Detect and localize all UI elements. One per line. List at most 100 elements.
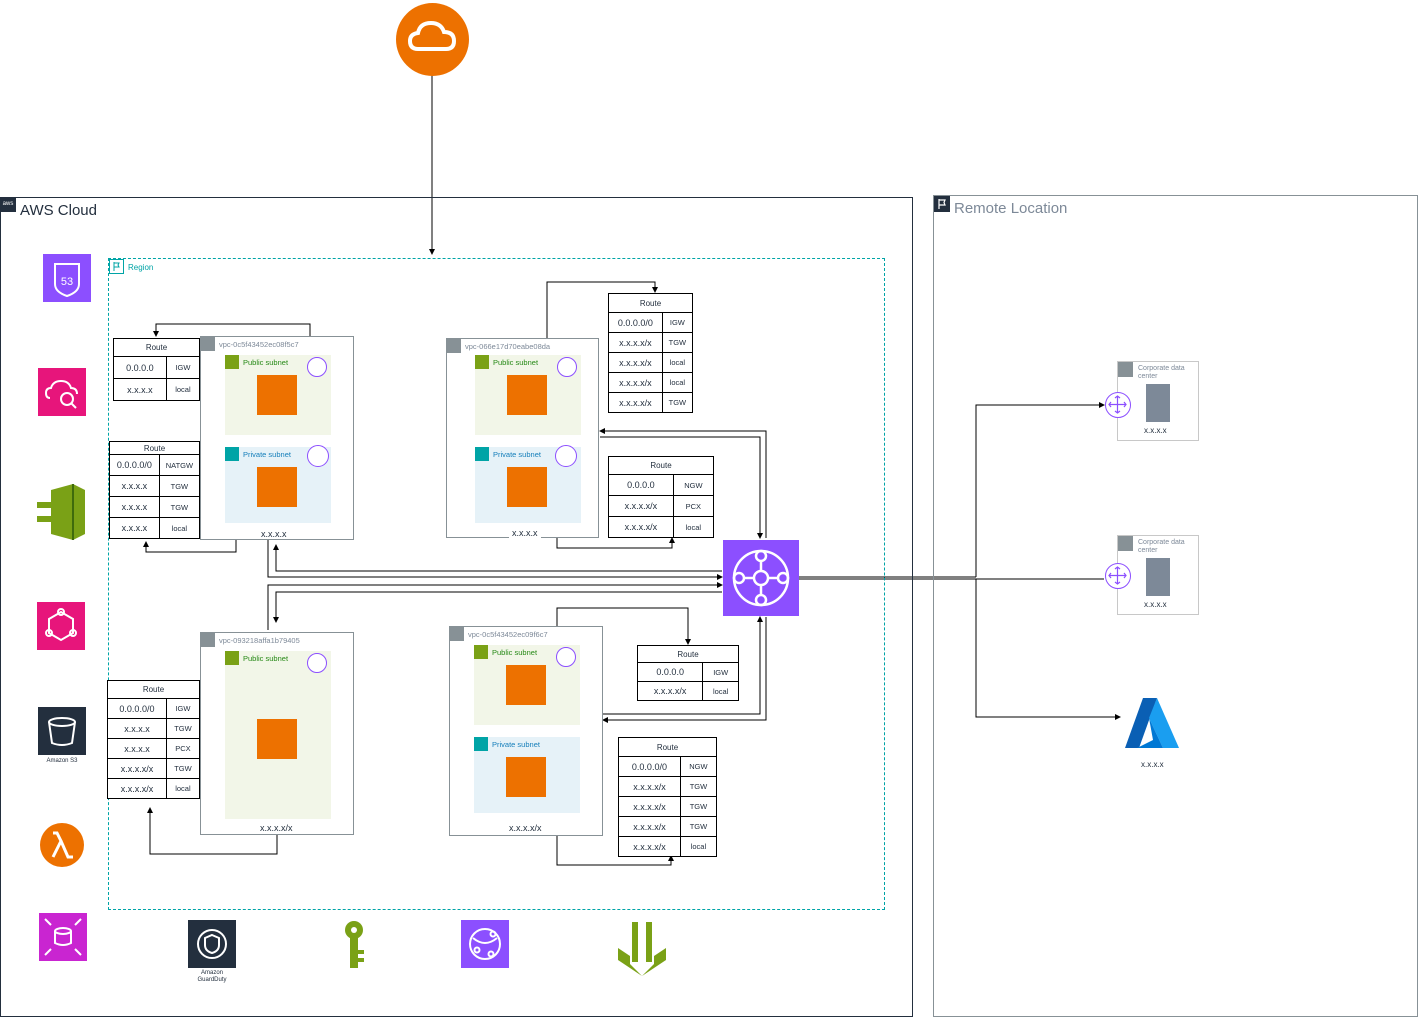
route-destination: 0.0.0.0/0 xyxy=(618,756,681,777)
ec2-instance-icon[interactable] xyxy=(257,467,297,507)
internet-gateway-icon[interactable] xyxy=(556,647,576,667)
ec2-instance-icon[interactable] xyxy=(506,757,546,797)
nat-gateway-icon[interactable] xyxy=(307,445,329,467)
building-icon xyxy=(1118,362,1133,377)
svg-text:53: 53 xyxy=(61,276,73,288)
ec2-instance-icon[interactable] xyxy=(507,375,547,415)
private-subnet[interactable]: Private subnet xyxy=(225,447,331,523)
ec2-instance-icon[interactable] xyxy=(257,719,297,759)
s3-caption: Amazon S3 xyxy=(46,758,78,764)
route-target: IGW xyxy=(165,698,201,719)
aws-logo-icon: aws xyxy=(0,197,16,212)
internet-node[interactable] xyxy=(396,3,469,76)
route-table-header: Route xyxy=(637,645,739,663)
route-target: IGW xyxy=(702,662,739,682)
route-destination: x.x.x.x/x xyxy=(608,495,674,517)
vpc-id-label: vpc-093218affa1b79405 xyxy=(219,636,300,645)
lock-icon xyxy=(225,355,239,369)
server-rack-icon xyxy=(1146,558,1170,596)
route53-icon[interactable]: 53 xyxy=(43,254,91,302)
private-subnet[interactable]: Private subnet xyxy=(474,737,580,813)
corporate-data-center-2[interactable]: Corporate data center x.x.x.x xyxy=(1117,535,1199,615)
s3-bucket-icon[interactable] xyxy=(38,707,86,755)
cloudfront-icon[interactable] xyxy=(461,920,509,968)
route-destination: x.x.x.x xyxy=(107,738,167,759)
data-center-title: Corporate data center xyxy=(1138,539,1185,554)
route-destination: 0.0.0.0 xyxy=(113,356,167,379)
transit-gateway-icon xyxy=(732,549,790,607)
route-destination: x.x.x.x/x xyxy=(618,836,681,857)
corporate-data-center-1[interactable]: Corporate data center x.x.x.x xyxy=(1117,361,1199,441)
route-destination: x.x.x.x/x xyxy=(107,758,167,779)
transit-gateway[interactable] xyxy=(723,540,799,616)
guardduty-icon[interactable] xyxy=(188,920,236,968)
route-target: local xyxy=(679,836,718,857)
route-target: TGW xyxy=(661,392,694,413)
ec2-instance-icon[interactable] xyxy=(506,665,546,705)
vpc-b[interactable]: vpc-066e17d70eabe08da Public subnet Priv… xyxy=(446,338,599,538)
route-target: TGW xyxy=(165,718,201,739)
route-table-header: Route xyxy=(113,338,200,357)
route-target: PCX xyxy=(672,495,715,517)
cloudsearch-icon[interactable] xyxy=(38,368,86,416)
internet-cloud-icon xyxy=(407,20,457,51)
vpc-d[interactable]: vpc-0c5f43452ec09f6c7 Public subnet Priv… xyxy=(449,626,603,836)
route-target: TGW xyxy=(158,475,201,497)
azure-logo-icon[interactable] xyxy=(1123,696,1181,750)
aws-badge-text: aws xyxy=(2,201,14,207)
route-destination: x.x.x.x xyxy=(109,517,160,539)
public-subnet-label: Public subnet xyxy=(243,358,289,367)
internet-gateway-icon[interactable] xyxy=(557,357,577,377)
aws-cloud-group: aws AWS Cloud xyxy=(0,197,913,1017)
private-subnet-label: Private subnet xyxy=(492,740,540,749)
route-table-header: Route xyxy=(608,456,714,475)
route-target: TGW xyxy=(165,758,201,779)
route-table-header: Route xyxy=(608,293,693,313)
ec2-instance-icon[interactable] xyxy=(257,375,297,415)
vpc-cidr: x.x.x.x xyxy=(509,528,541,538)
database-migration-icon[interactable] xyxy=(39,913,87,961)
route-destination: x.x.x.x/x xyxy=(107,778,167,799)
vpn-gateway-icon[interactable] xyxy=(1105,563,1131,589)
vpc-cidr: x.x.x.x/x xyxy=(506,823,545,833)
vpc-a[interactable]: vpc-0c5f43452ec08f5c7 Public subnet Priv… xyxy=(200,336,354,540)
route-destination: x.x.x.x/x xyxy=(636,681,704,701)
route-target: IGW xyxy=(661,312,694,333)
vpc-cidr: x.x.x.x/x xyxy=(257,823,296,833)
route-destination: x.x.x.x/x xyxy=(618,816,681,837)
kms-key-icon[interactable] xyxy=(330,918,378,968)
vpc-c[interactable]: vpc-093218affa1b79405 Public subnet x.x.… xyxy=(200,632,354,835)
vpn-gateway-icon[interactable] xyxy=(1105,392,1131,418)
region-group: Region xyxy=(108,258,885,910)
public-subnet[interactable]: Public subnet xyxy=(225,651,331,819)
route-destination: 0.0.0.0 xyxy=(608,474,674,496)
nat-gateway-icon[interactable] xyxy=(555,445,577,467)
route-destination: x.x.x.x xyxy=(109,475,160,497)
vpc-cidr: x.x.x.x xyxy=(258,529,290,539)
route-target: TGW xyxy=(661,332,694,353)
public-subnet-label: Public subnet xyxy=(493,358,539,367)
building-icon xyxy=(1118,536,1133,551)
public-subnet[interactable]: Public subnet xyxy=(225,355,331,435)
direct-connect-icon[interactable] xyxy=(618,918,666,976)
route-destination: x.x.x.x/x xyxy=(608,372,663,393)
lambda-icon[interactable] xyxy=(40,823,84,867)
route-destination: 0.0.0.0/0 xyxy=(107,698,167,719)
eventbridge-icon[interactable] xyxy=(37,602,85,650)
route-target: local xyxy=(702,681,739,701)
ec2-instance-icon[interactable] xyxy=(507,467,547,507)
internet-gateway-icon[interactable] xyxy=(307,653,327,673)
route-table-header: Route xyxy=(109,441,200,455)
route-target: local xyxy=(672,516,715,538)
internet-gateway-icon[interactable] xyxy=(307,357,327,377)
aws-cloud-title: AWS Cloud xyxy=(20,202,97,219)
route-target: local xyxy=(165,778,201,799)
vpc-icon xyxy=(450,627,464,641)
app-mesh-icon[interactable] xyxy=(37,484,85,540)
